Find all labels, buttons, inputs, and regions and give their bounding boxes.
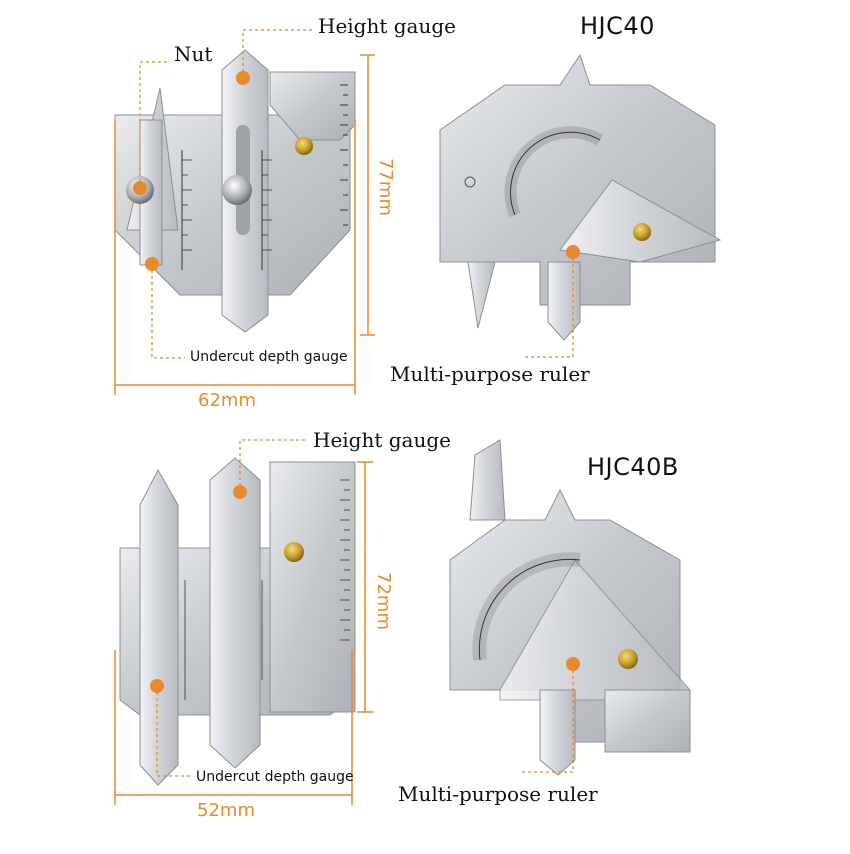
hjc40-gauge-body (114, 49, 356, 333)
dim-width-top: 62mm (198, 390, 256, 411)
model-title-hjc40: HJC40 (580, 12, 655, 40)
hjc40b-multi-ruler (449, 439, 691, 776)
dim-width-bottom: 52mm (197, 800, 255, 821)
marker-dots (133, 71, 580, 693)
label-multi-top: Multi-purpose ruler (390, 362, 590, 386)
model-title-hjc40b: HJC40B (587, 453, 679, 481)
label-multi-bottom: Multi-purpose ruler (398, 782, 598, 806)
hjc40b-gauge-body (119, 457, 356, 786)
dim-height-bottom: 72mm (373, 572, 394, 630)
label-height-gauge-bottom: Height gauge (313, 428, 451, 452)
label-undercut-bottom: Undercut depth gauge (196, 769, 354, 785)
leader-lines (139, 29, 574, 777)
hjc40-multi-ruler (439, 53, 722, 341)
dim-height-top: 77mm (375, 158, 396, 216)
label-nut: Nut (174, 42, 213, 66)
label-height-gauge-top: Height gauge (318, 14, 456, 38)
dimension-lines (114, 54, 375, 805)
label-undercut-top: Undercut depth gauge (190, 349, 348, 365)
